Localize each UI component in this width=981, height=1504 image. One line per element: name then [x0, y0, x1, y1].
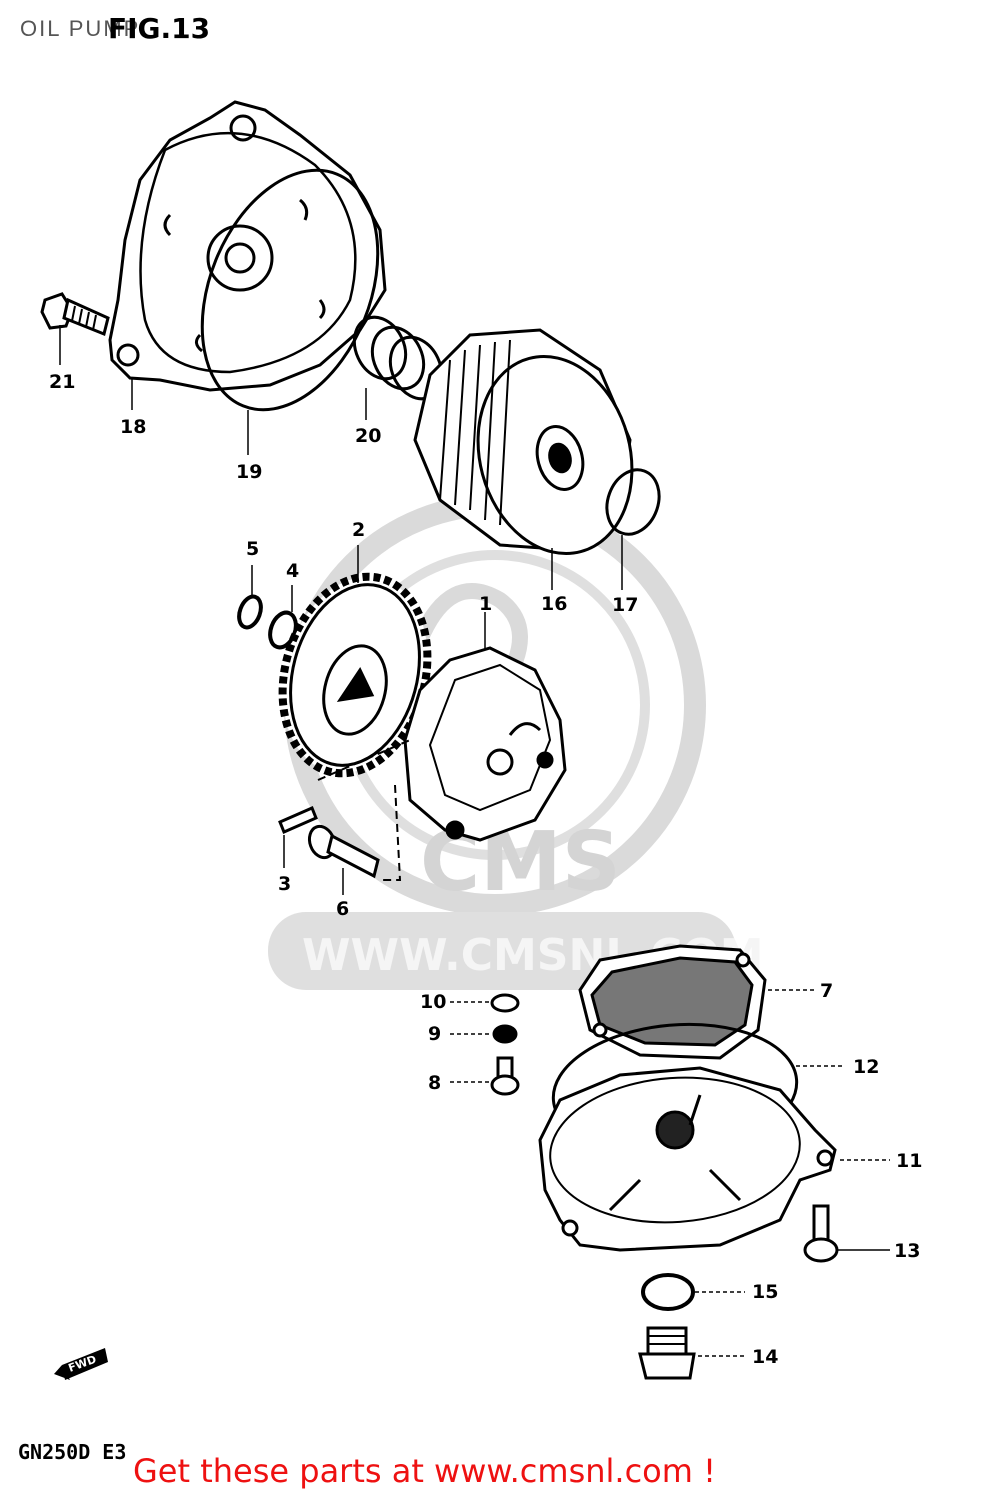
callout-2: 2	[352, 519, 365, 541]
callout-19: 19	[236, 461, 262, 483]
part-10-washer	[490, 993, 520, 1013]
part-17-o-ring	[605, 468, 661, 536]
callout-5: 5	[246, 538, 259, 560]
alignment-lines	[317, 739, 411, 881]
page-title: OIL PUMP	[20, 16, 141, 41]
callout-labels: 21 18 19 20 16 17 5 4 2 1 3 6 10 9 8 7 1…	[49, 371, 922, 1368]
callout-18: 18	[120, 416, 146, 438]
callout-16: 16	[541, 593, 567, 615]
callout-14: 14	[752, 1346, 778, 1368]
part-19-o-ring	[200, 168, 380, 412]
callout-10: 10	[420, 991, 446, 1013]
part-5-circlip	[237, 594, 263, 630]
leader-lines	[59, 325, 890, 1357]
callout-17: 17	[612, 594, 638, 616]
callout-12: 12	[853, 1056, 879, 1078]
callout-4: 4	[286, 560, 299, 582]
part-13-bolt	[803, 1204, 839, 1263]
callout-7: 7	[820, 980, 833, 1002]
callout-6: 6	[336, 898, 349, 920]
part-2-pump-driven-gear	[278, 572, 432, 778]
callout-11: 11	[896, 1150, 922, 1172]
figure-label: FIG.13	[108, 12, 211, 45]
part-15-gasket	[641, 1273, 695, 1311]
callout-1: 1	[479, 593, 492, 615]
part-8-bolt	[490, 1056, 520, 1096]
part-21-bolt	[40, 292, 110, 337]
callout-8: 8	[428, 1072, 441, 1094]
part-3-dowel-pin	[278, 806, 318, 834]
callout-3: 3	[278, 873, 291, 895]
part-11-oil-pump-cover	[538, 1066, 837, 1252]
callout-13: 13	[894, 1240, 920, 1262]
callout-9: 9	[428, 1023, 441, 1045]
part-7-oil-pan-gasket	[578, 944, 767, 1060]
part-18-oil-filter-cap	[108, 100, 387, 392]
model-code: GN250D E3	[18, 1440, 127, 1464]
callout-15: 15	[752, 1281, 778, 1303]
part-16-oil-filter	[413, 328, 634, 556]
fwd-arrow-icon: FWD	[54, 1348, 108, 1380]
callout-20: 20	[355, 425, 381, 447]
part-6-screw	[307, 824, 380, 879]
callout-21: 21	[49, 371, 75, 393]
cta-link[interactable]: Get these parts at www.cmsnl.com !	[133, 1452, 716, 1490]
part-1-oil-pump-assy	[403, 646, 567, 842]
part-9-seal-washer	[492, 1024, 518, 1044]
part-14-drain-plug	[638, 1326, 696, 1380]
